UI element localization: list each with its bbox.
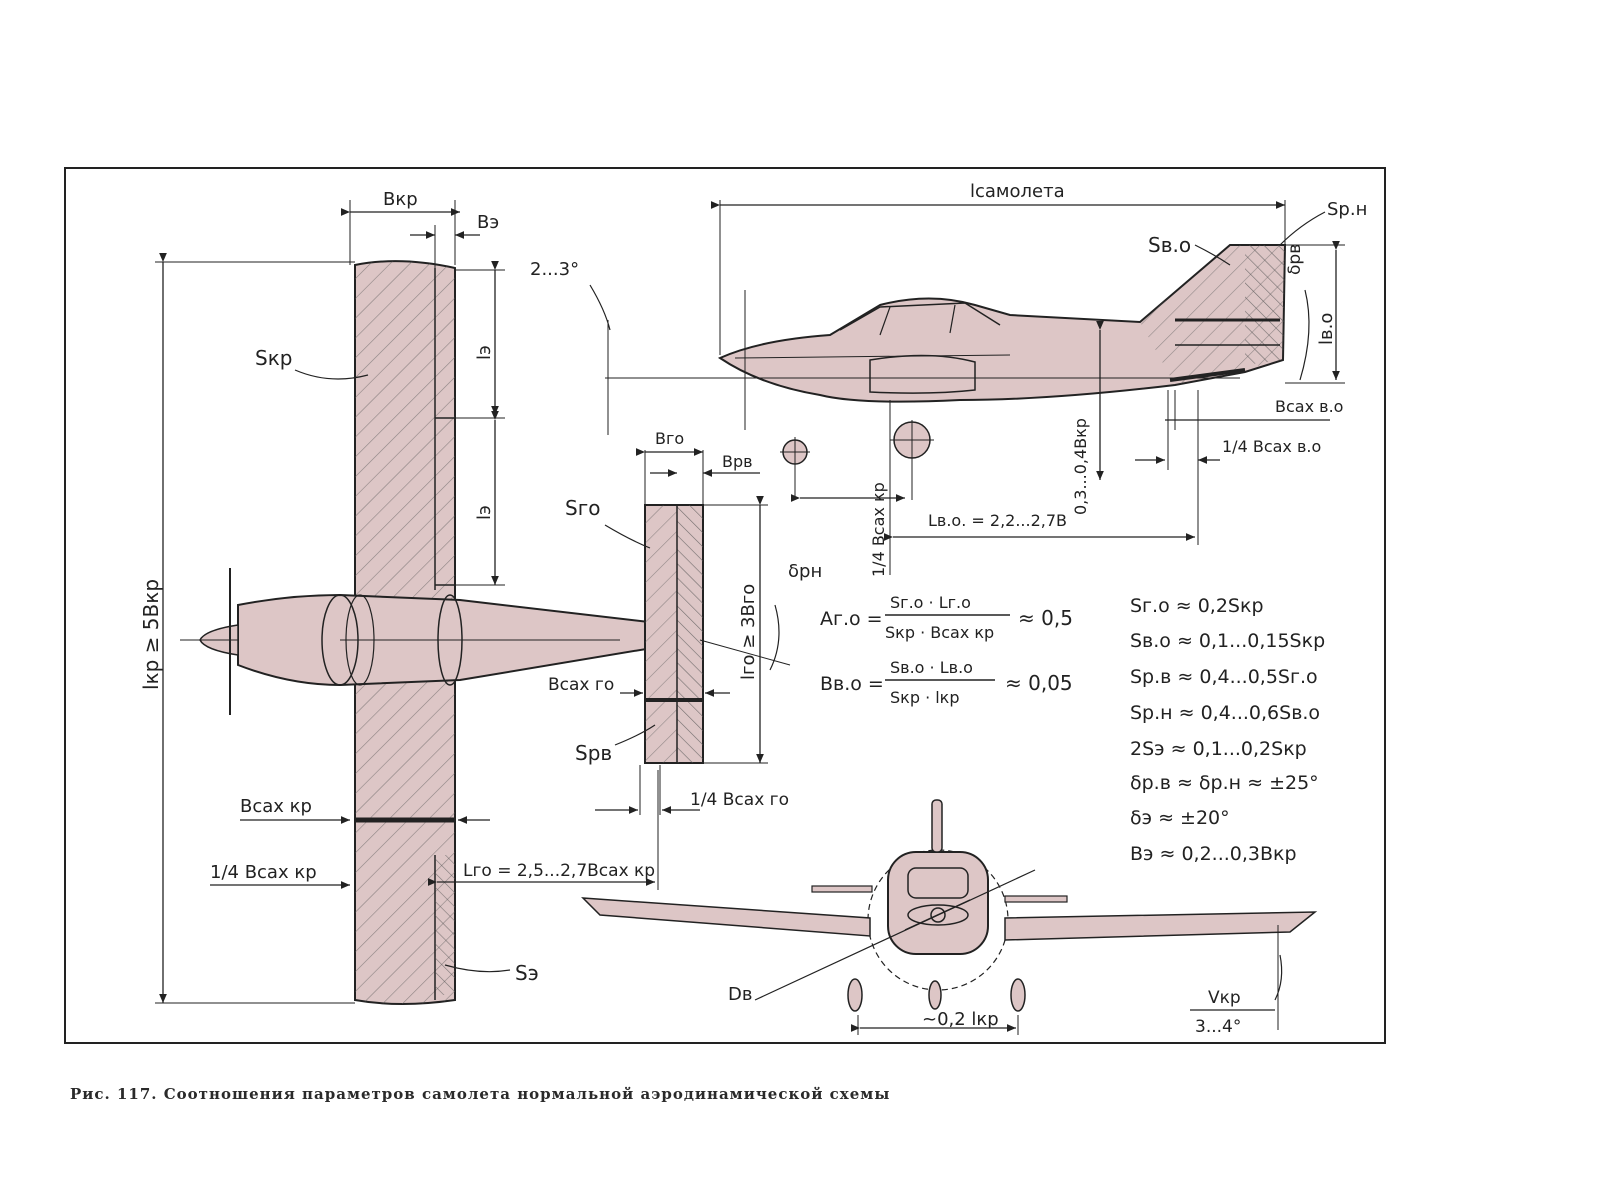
relation-3: Sр.в ≈ 0,4...0,5Sг.о xyxy=(1130,666,1318,688)
top-view: Bкр Bэ lэ lэ lкр ≥ 5Bкр Sкр Bсах кр 1/4 … xyxy=(139,189,704,1005)
wing-chord-label: Bкр xyxy=(383,189,418,210)
rudder-deflection-label-top: δрн xyxy=(788,561,822,582)
parameter-relations: Sг.о ≈ 0,2Sкр Sв.о ≈ 0,1...0,15Sкр Sр.в … xyxy=(1130,595,1325,865)
relation-5: 2Sэ ≈ 0,1...0,2Sкр xyxy=(1130,738,1307,760)
figure-caption: Рис. 117. Соотношения параметров самолет… xyxy=(70,1085,891,1103)
relation-6: δр.в ≈ δр.н ≈ ±25° xyxy=(1130,772,1319,794)
aircraft-length-label: lсамолета xyxy=(970,181,1065,202)
relation-4: Sр.н ≈ 0,4...0,6Sв.о xyxy=(1130,702,1320,724)
figure-frame xyxy=(64,167,1386,1044)
htail-area-label: Sго xyxy=(565,496,600,520)
rudder-area-label: Sр.н xyxy=(1327,199,1367,220)
wing-span-label: lкр ≥ 5Bкр xyxy=(139,579,163,690)
aileron-span-label-1: lэ xyxy=(474,345,495,360)
b-vo-lhs: Bв.о = xyxy=(820,673,884,695)
a-go-lhs: Aг.о = xyxy=(820,608,883,630)
aileron-chord-label: Bэ xyxy=(477,212,499,233)
side-quarter-wing-mac-label: 1/4 Bсах кр xyxy=(869,482,888,577)
front-view: Dв ~0,2 lкр Vкр 3...4° xyxy=(581,799,1318,1037)
relation-2: Sв.о ≈ 0,1...0,15Sкр xyxy=(1130,630,1325,652)
dihedral-value-label: 3...4° xyxy=(1195,1017,1241,1037)
quarter-vtail-mac-label: 1/4 Bсах в.о xyxy=(1222,437,1321,456)
dihedral-label: Vкр xyxy=(1208,988,1241,1008)
a-go-denominator: Sкр · Bсах кр xyxy=(885,623,994,642)
a-go-value: ≈ 0,5 xyxy=(1018,606,1073,630)
htail-chord-label: Bго xyxy=(655,429,684,448)
relation-1: Sг.о ≈ 0,2Sкр xyxy=(1130,595,1264,617)
vtail-height-label: lв.о xyxy=(1316,313,1337,345)
b-vo-denominator: Sкр · lкр xyxy=(890,688,960,707)
tail-dimensions: Bго Bрв lго ≥ 3Bго Sго δрн Bсах го Sрв 1… xyxy=(548,429,822,815)
elevator-area-label: Sрв xyxy=(575,741,612,765)
incidence-label: 2...3° xyxy=(530,259,579,280)
prop-diameter-label: Dв xyxy=(728,984,752,1005)
htail-arm-label: Lго = 2,5...2,7Bсах кр xyxy=(463,861,655,881)
relation-7: δэ ≈ ±20° xyxy=(1130,807,1230,829)
htail-mac-label: Bсах го xyxy=(548,675,614,695)
left-wing-front xyxy=(581,897,871,937)
vtail-area-label: Sв.о xyxy=(1148,233,1191,257)
track-label: ~0,2 lкр xyxy=(922,1009,999,1030)
elevator-deflection-label: δрв xyxy=(1285,244,1305,275)
quarter-htail-mac-label: 1/4 Bсах го xyxy=(690,790,789,810)
elevator-chord-label: Bрв xyxy=(722,452,753,471)
wing-area-label: Sкр xyxy=(255,346,292,370)
right-wing-front xyxy=(1004,911,1318,941)
b-vo-value: ≈ 0,05 xyxy=(1005,671,1073,695)
wing-mac-label: Bсах кр xyxy=(240,796,312,817)
htail-span-label: lго ≥ 3Bго xyxy=(738,584,759,680)
vtail-mac-label: Bсах в.о xyxy=(1275,397,1343,416)
side-view: lсамолета 2...3° Sв.о Sр.н δрв lв.о Bсах… xyxy=(530,181,1367,577)
thrust-offset-label: 0,3...0,4Bкр xyxy=(1071,418,1090,515)
quarter-wing-mac-label: 1/4 Bсах кр xyxy=(210,862,317,883)
b-vo-numerator: Sв.о · Lв.о xyxy=(890,658,973,677)
aileron-span-label-2: lэ xyxy=(474,505,495,520)
relation-8: Bэ ≈ 0,2...0,3Bкр xyxy=(1130,843,1297,865)
vtail-arm-label: Lв.о. = 2,2...2,7B xyxy=(928,511,1067,530)
coefficient-formulas: Aг.о = Sг.о · Lг.о Sкр · Bсах кр ≈ 0,5 B… xyxy=(820,593,1073,707)
a-go-numerator: Sг.о · Lг.о xyxy=(890,593,971,612)
aileron-area-label: Sэ xyxy=(515,961,539,985)
